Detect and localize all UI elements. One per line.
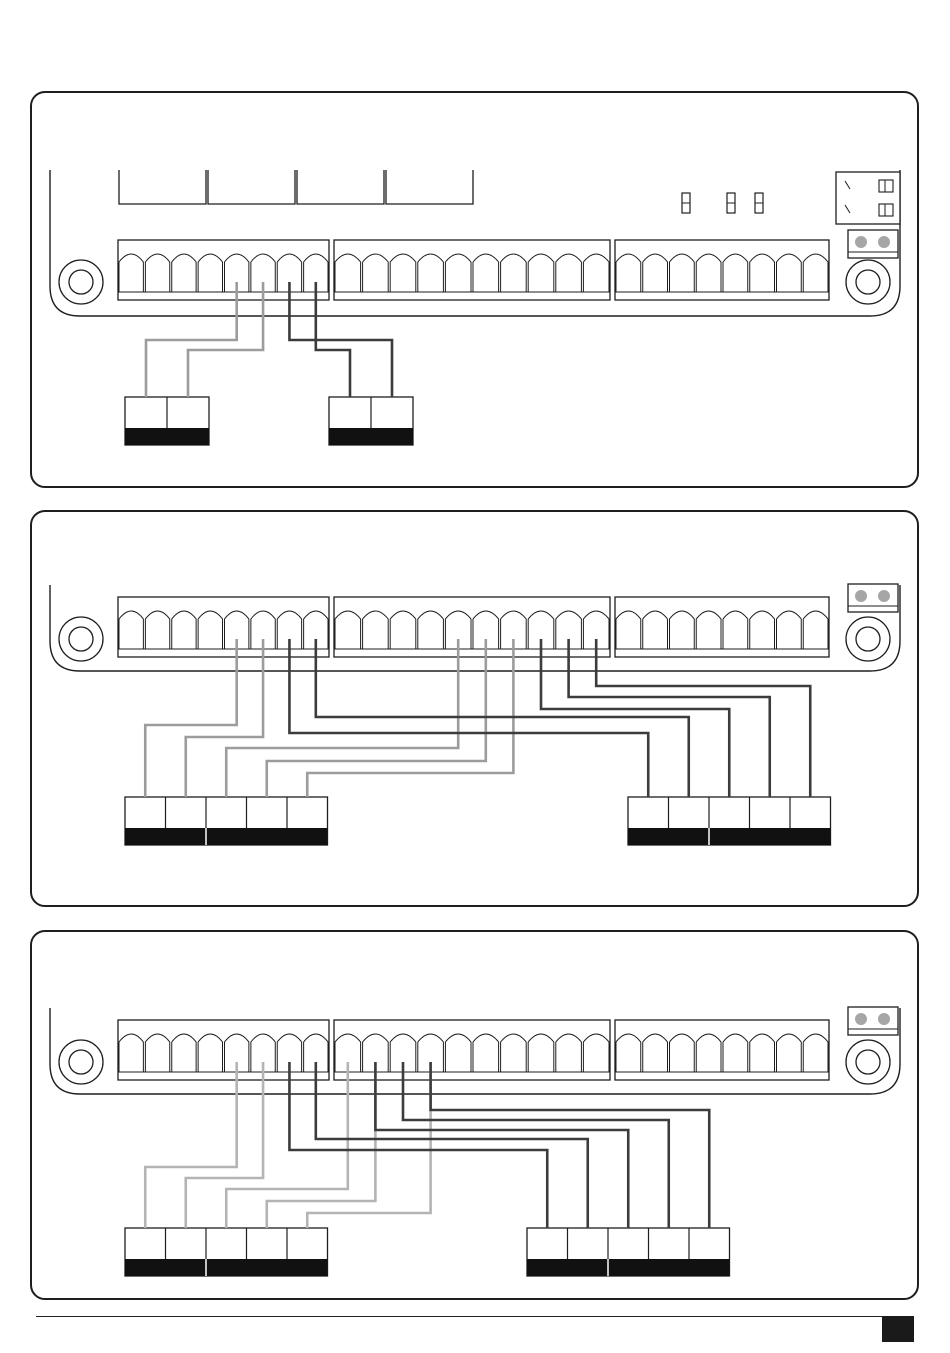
panel-3: [31, 931, 918, 1299]
relay-block: [119, 170, 206, 204]
trimmer-button: [855, 590, 867, 602]
trimmer-button: [855, 1013, 867, 1025]
mounting-hole-icon: [846, 1040, 890, 1084]
panel-frame: [31, 511, 918, 906]
terminal-block: [334, 240, 610, 300]
wire: [145, 639, 236, 797]
trimmer-button: [878, 1013, 890, 1025]
terminal-block: [118, 597, 329, 657]
mounting-hole-icon: [856, 627, 880, 651]
wire: [145, 1062, 236, 1228]
mounting-hole-icon: [59, 617, 103, 661]
page-number-tab: [882, 1316, 914, 1342]
footer-rule: [36, 1316, 912, 1317]
mounting-hole-icon: [846, 260, 890, 304]
panel-2: [31, 511, 918, 906]
wire: [375, 1062, 628, 1228]
terminal-block: [118, 240, 329, 300]
mounting-hole-icon: [856, 270, 880, 294]
connector-band: [527, 1259, 730, 1276]
relay-block: [208, 170, 295, 204]
dip-switch-icon: [879, 204, 893, 216]
terminal-block: [615, 1020, 829, 1080]
connector-band: [628, 828, 831, 845]
mounting-hole-icon: [69, 1050, 93, 1074]
mounting-hole-icon: [59, 260, 103, 304]
trimmer-button: [878, 590, 890, 602]
wire: [186, 1062, 263, 1228]
connector-band: [329, 428, 413, 445]
wire: [307, 1062, 430, 1228]
dip-switch-icon: [879, 180, 893, 192]
mounting-hole-icon: [69, 270, 93, 294]
mounting-hole-icon: [856, 1050, 880, 1074]
wire: [226, 1062, 348, 1228]
wire: [289, 1062, 547, 1228]
relay-block: [297, 170, 384, 204]
connector-band: [125, 1259, 328, 1276]
relay-block: [386, 170, 473, 204]
connector-band: [125, 428, 209, 445]
wire: [267, 1062, 376, 1228]
terminal-block: [118, 1020, 329, 1080]
terminal-block: [615, 597, 829, 657]
terminal-block: [615, 240, 829, 300]
mounting-hole-icon: [69, 627, 93, 651]
mounting-hole-icon: [846, 617, 890, 661]
mounting-hole-icon: [59, 1040, 103, 1084]
panel-1: [31, 92, 918, 487]
connector-band: [125, 828, 328, 845]
wire: [186, 639, 263, 797]
trimmer-button: [878, 236, 890, 248]
trimmer-button: [855, 236, 867, 248]
